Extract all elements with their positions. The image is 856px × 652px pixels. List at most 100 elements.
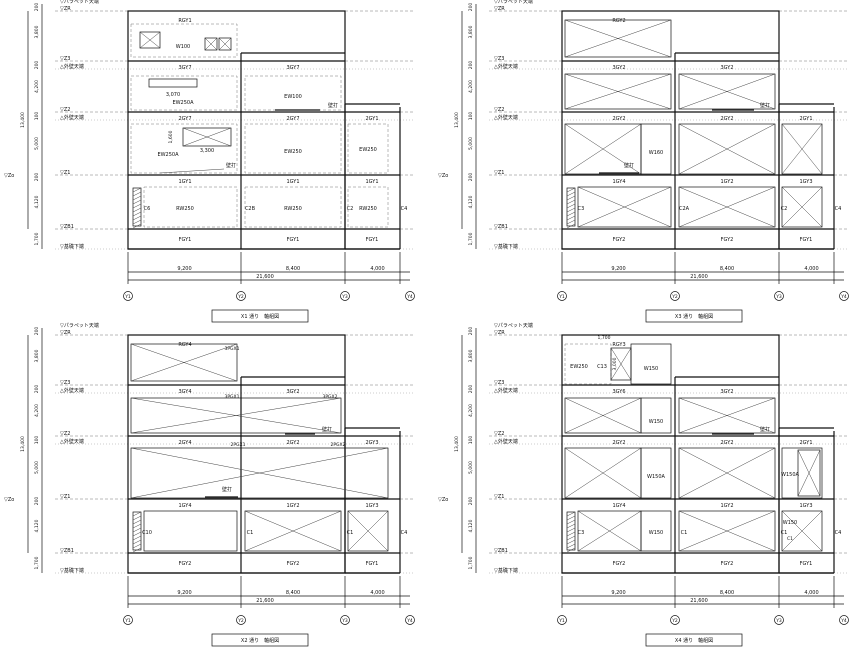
hatch-line bbox=[132, 543, 142, 549]
hatch-line bbox=[132, 511, 142, 517]
vertical-dimension: 200 bbox=[34, 497, 40, 506]
drawing-title: X2 通り 軸組図 bbox=[241, 637, 279, 644]
girder-label: 3PGX1 bbox=[224, 346, 239, 352]
brace-line bbox=[564, 123, 642, 175]
girder-label: 3GY4 bbox=[178, 389, 191, 395]
axis-label: Y4 bbox=[406, 294, 413, 300]
hatch-line bbox=[132, 539, 142, 545]
girder-label: 1GY3 bbox=[365, 503, 378, 509]
foundation-label: FGY2 bbox=[179, 561, 192, 567]
axis-label: Y1 bbox=[124, 294, 131, 300]
drawing-title: X1 通り 軸組図 bbox=[241, 313, 279, 320]
axis-label: Y1 bbox=[558, 618, 565, 624]
opening-mark bbox=[182, 127, 232, 147]
axis-bubble bbox=[405, 615, 415, 625]
brace-line bbox=[610, 347, 632, 381]
girder-label: 2GY7 bbox=[286, 116, 299, 122]
span-dimension: 9,200 bbox=[177, 266, 191, 272]
panel-1: ▽ZR▽パラペット天端▽Z3△外壁天端▽Z2△外壁天端▽Z1▽ZB1▽基礎下端▽… bbox=[4, 0, 415, 323]
brace-line bbox=[678, 510, 776, 552]
wall-panel bbox=[347, 123, 389, 174]
column-label: C1 bbox=[347, 530, 354, 536]
total-span: 21,600 bbox=[690, 274, 708, 280]
girder-label: 3PGX2 bbox=[322, 394, 337, 400]
level-label-zb1: ▽ZB1 bbox=[60, 548, 74, 554]
total-height: 13,400 bbox=[454, 112, 460, 128]
hatch-line bbox=[566, 211, 576, 217]
vertical-dimension: 200 bbox=[468, 497, 474, 506]
wall-brace-box bbox=[564, 19, 672, 58]
axis-bubble bbox=[774, 291, 784, 301]
level-label-zo: ▽Zo bbox=[4, 497, 14, 503]
level-label-zb1: ▽ZB1 bbox=[60, 224, 74, 230]
level-label-z3: ▽Z3 bbox=[60, 56, 70, 62]
frame-outline bbox=[127, 10, 346, 250]
hatch-line bbox=[132, 191, 142, 197]
hatch-line bbox=[566, 199, 576, 205]
wall-brace-box bbox=[130, 343, 238, 382]
axis-bubble bbox=[123, 291, 133, 301]
span-dimension: 8,400 bbox=[286, 266, 300, 272]
level-label-z3: ▽Z3 bbox=[494, 380, 504, 386]
total-span: 21,600 bbox=[256, 274, 274, 280]
hatched-column-box bbox=[566, 187, 576, 227]
girder-label: 1GY3 bbox=[799, 503, 812, 509]
girder-label: 3GY2 bbox=[720, 65, 733, 71]
level-label-foundation: ▽基礎下端 bbox=[494, 567, 518, 574]
level-label-foundation: ▽基礎下端 bbox=[60, 243, 84, 250]
column-label: C4 bbox=[835, 206, 842, 212]
level-label-outer-wall: △外壁天端 bbox=[60, 63, 84, 70]
hatched-column bbox=[132, 511, 142, 553]
vertical-dimension: 1,700 bbox=[468, 232, 474, 245]
drawing-title-box bbox=[645, 309, 743, 323]
vertical-dimension: 4,200 bbox=[34, 404, 40, 417]
foundation-label: FGY1 bbox=[800, 237, 813, 243]
column-label: C4 bbox=[835, 530, 842, 536]
level-label-zr: ▽ZR bbox=[60, 6, 71, 12]
brace-line bbox=[218, 37, 232, 51]
opening-mark bbox=[139, 31, 161, 49]
brace-line bbox=[678, 447, 776, 499]
vertical-dimension: 4,120 bbox=[468, 195, 474, 208]
total-height: 13,400 bbox=[20, 112, 26, 128]
column-label: C10 bbox=[142, 530, 152, 536]
level-label-zb1: ▽ZB1 bbox=[494, 224, 508, 230]
opening bbox=[148, 78, 198, 88]
hatch-line bbox=[566, 515, 576, 521]
wall-panel bbox=[347, 186, 389, 228]
wall-panel bbox=[630, 343, 672, 385]
girder-label: 2GY2 bbox=[720, 440, 733, 446]
girder-label: 2GY2 bbox=[612, 440, 625, 446]
column-label: C4 bbox=[401, 206, 408, 212]
drawing-title: X3 通り 軸組図 bbox=[675, 313, 713, 320]
axis-label: Y4 bbox=[840, 618, 847, 624]
foundation-label: FGY2 bbox=[721, 237, 734, 243]
wall-label: W150A bbox=[647, 474, 665, 480]
axis-label: Y1 bbox=[124, 618, 131, 624]
drawing-title: X4 通り 軸組図 bbox=[675, 637, 713, 644]
column-label: C3 bbox=[578, 206, 585, 212]
wall-brace-box bbox=[678, 447, 776, 499]
vertical-dimension: 4,200 bbox=[468, 80, 474, 93]
level-label-foundation: ▽基礎下端 bbox=[494, 243, 518, 250]
span-dimension: 4,000 bbox=[804, 590, 818, 596]
axis-label: Y4 bbox=[406, 618, 413, 624]
level-label-parapet: ▽パラペット天端 bbox=[494, 322, 533, 329]
dimension-label: 3,000 bbox=[612, 357, 618, 370]
hatch-line bbox=[132, 187, 142, 193]
hatched-column-box bbox=[132, 187, 142, 227]
girder-label: 2GY2 bbox=[286, 440, 299, 446]
foundation-label: FGY1 bbox=[366, 237, 379, 243]
axis-label: Y3 bbox=[341, 618, 348, 624]
span-dimension: 4,000 bbox=[804, 266, 818, 272]
vertical-dimension: 200 bbox=[34, 385, 40, 394]
note-label: 壁打 bbox=[760, 426, 770, 433]
axis-label: Y2 bbox=[237, 294, 244, 300]
girder-label: 2GY4 bbox=[178, 440, 191, 446]
hatch-line bbox=[132, 523, 142, 529]
foundation-label: FGY1 bbox=[287, 237, 300, 243]
level-label-outer-wall: △外壁天端 bbox=[60, 387, 84, 394]
note-label: 壁打 bbox=[226, 162, 236, 169]
wall-brace-box bbox=[678, 73, 776, 110]
hatch-line bbox=[566, 539, 576, 545]
